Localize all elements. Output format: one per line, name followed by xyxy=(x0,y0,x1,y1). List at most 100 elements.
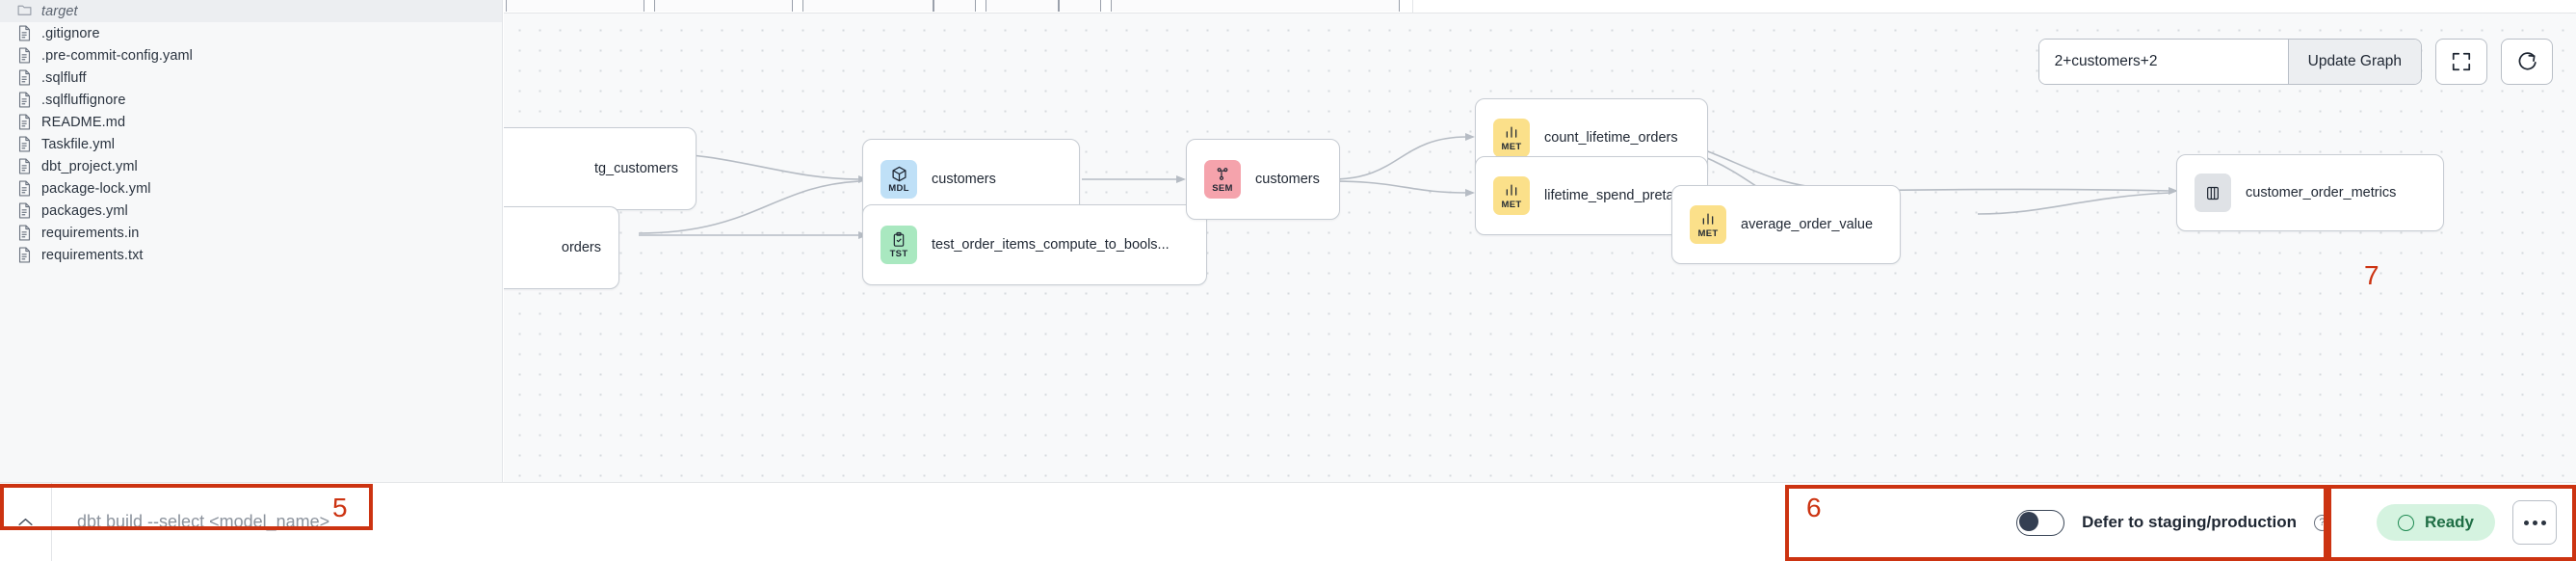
file-row[interactable]: README.md xyxy=(0,111,502,133)
folder-icon xyxy=(17,3,32,19)
node-label: customer_order_metrics xyxy=(2246,185,2397,200)
badge-met: MET xyxy=(1690,205,1726,244)
dbt-command-input[interactable] xyxy=(52,483,630,561)
lineage-node-stg-customers[interactable]: tg_customers xyxy=(504,127,697,210)
file-row[interactable]: target xyxy=(0,0,502,22)
question-circle-icon[interactable]: ? xyxy=(2313,514,2330,531)
annotation-number-5: 5 xyxy=(332,493,348,522)
metric-icon xyxy=(1504,181,1519,199)
file-row[interactable]: requirements.in xyxy=(0,222,502,244)
ellipsis-icon xyxy=(2523,520,2529,525)
file-row[interactable]: requirements.txt xyxy=(0,244,502,266)
metric-icon xyxy=(1504,123,1519,141)
file-icon xyxy=(17,202,32,219)
node-label: customers xyxy=(932,172,996,187)
file-explorer-sidebar[interactable]: target .gitignore .pre-commit-config.yaml.… xyxy=(0,0,503,482)
editor-tab-close[interactable] xyxy=(1059,0,1101,12)
badge-met: MET xyxy=(1493,119,1530,157)
file-icon xyxy=(17,158,32,174)
fullscreen-button[interactable] xyxy=(2435,39,2487,85)
file-row[interactable]: dbt_project.yml xyxy=(0,155,502,177)
toggle-knob xyxy=(2019,512,2039,532)
file-row[interactable]: packages.yml xyxy=(0,200,502,222)
editor-tab[interactable] xyxy=(654,0,793,12)
file-icon xyxy=(17,47,32,64)
file-row[interactable]: .sqlfluffignore xyxy=(0,89,502,111)
file-row[interactable]: .gitignore xyxy=(0,22,502,44)
file-tree[interactable]: target .gitignore .pre-commit-config.yaml.… xyxy=(0,0,502,266)
file-name: packages.yml xyxy=(41,202,128,219)
badge-tst: TST xyxy=(881,226,917,264)
file-row[interactable]: Taskfile.yml xyxy=(0,133,502,155)
badge-label: SEM xyxy=(1212,183,1233,195)
file-icon xyxy=(17,69,32,86)
file-name: .gitignore xyxy=(41,25,100,41)
badge-label: MET xyxy=(1501,142,1522,153)
annotation-number-7: 7 xyxy=(2364,260,2379,290)
status-badge[interactable]: Ready xyxy=(2376,504,2495,541)
command-input-group[interactable] xyxy=(0,483,630,561)
more-options-button[interactable] xyxy=(2512,500,2557,545)
badge-label: MDL xyxy=(888,183,909,195)
node-label: customers xyxy=(1255,172,1320,187)
file-row[interactable]: .pre-commit-config.yaml xyxy=(0,44,502,67)
file-icon xyxy=(17,136,32,152)
editor-tab[interactable] xyxy=(802,0,933,12)
lineage-node-average-order-value[interactable]: MET average_order_value xyxy=(1671,185,1901,264)
editor-tab[interactable] xyxy=(986,0,1059,12)
chevron-up-icon[interactable] xyxy=(0,483,52,561)
badge-sem: SEM xyxy=(1204,160,1241,199)
file-name: README.md xyxy=(41,114,126,130)
badge-label: MET xyxy=(1697,228,1719,240)
editor-tab-strip[interactable] xyxy=(504,0,2576,13)
update-graph-button[interactable]: Update Graph xyxy=(2287,40,2421,84)
defer-toggle[interactable] xyxy=(2016,509,2065,536)
file-icon xyxy=(17,247,32,263)
file-icon xyxy=(17,225,32,241)
graph-select-input[interactable] xyxy=(2038,40,2288,84)
node-label: count_lifetime_orders xyxy=(1544,130,1678,146)
cube-icon xyxy=(891,165,907,182)
file-icon xyxy=(17,25,32,41)
lineage-panel: tg_customers orders MDL customers xyxy=(504,0,2576,482)
ellipsis-icon xyxy=(2540,520,2546,525)
node-label: tg_customers xyxy=(593,161,678,176)
graph-search-group[interactable]: Update Graph xyxy=(2037,39,2422,85)
file-icon xyxy=(17,92,32,108)
clipboard-check-icon xyxy=(891,230,907,248)
lineage-node-lifetime-spend-pretax[interactable]: MET lifetime_spend_pretax xyxy=(1475,156,1708,235)
editor-tab[interactable] xyxy=(506,0,644,12)
badge-label: TST xyxy=(889,249,908,260)
file-name: .pre-commit-config.yaml xyxy=(41,47,193,64)
file-name: requirements.txt xyxy=(41,247,144,263)
node-label: lifetime_spend_pretax xyxy=(1544,188,1681,203)
editor-tab-close[interactable] xyxy=(933,0,976,12)
file-name: .sqlfluffignore xyxy=(41,92,126,108)
tab-strip-divider xyxy=(1412,0,1413,13)
graph-toolbar[interactable]: Update Graph xyxy=(2037,39,2553,85)
lineage-node-customers-sem[interactable]: SEM customers xyxy=(1186,139,1340,220)
status-label: Ready xyxy=(2424,513,2474,531)
node-label: average_order_value xyxy=(1741,217,1874,232)
badge-label: MET xyxy=(1501,200,1522,211)
metric-icon xyxy=(1700,210,1716,227)
file-name: package-lock.yml xyxy=(41,180,151,197)
ellipsis-icon xyxy=(2532,520,2537,525)
node-label: orders xyxy=(561,240,601,255)
node-label: test_order_items_compute_to_bools... xyxy=(932,237,1170,253)
lineage-node-stg-orders[interactable]: orders xyxy=(504,206,619,289)
badge-qry xyxy=(2195,174,2231,212)
file-row[interactable]: package-lock.yml xyxy=(0,177,502,200)
defer-group[interactable]: Defer to staging/production ? xyxy=(1991,483,2355,561)
editor-tab-active[interactable] xyxy=(1111,0,1400,12)
lineage-node-test-order-items[interactable]: TST test_order_items_compute_to_bools... xyxy=(862,204,1207,285)
file-name: requirements.in xyxy=(41,225,140,241)
refresh-button[interactable] xyxy=(2501,39,2553,85)
lineage-canvas[interactable]: tg_customers orders MDL customers xyxy=(504,13,2576,482)
command-bar: Defer to staging/production ? Ready xyxy=(0,482,2576,561)
circle-icon xyxy=(2397,514,2414,531)
file-name: Taskfile.yml xyxy=(41,136,116,152)
lineage-node-customer-order-metrics[interactable]: customer_order_metrics xyxy=(2176,154,2444,231)
file-row[interactable]: .sqlfluff xyxy=(0,67,502,89)
